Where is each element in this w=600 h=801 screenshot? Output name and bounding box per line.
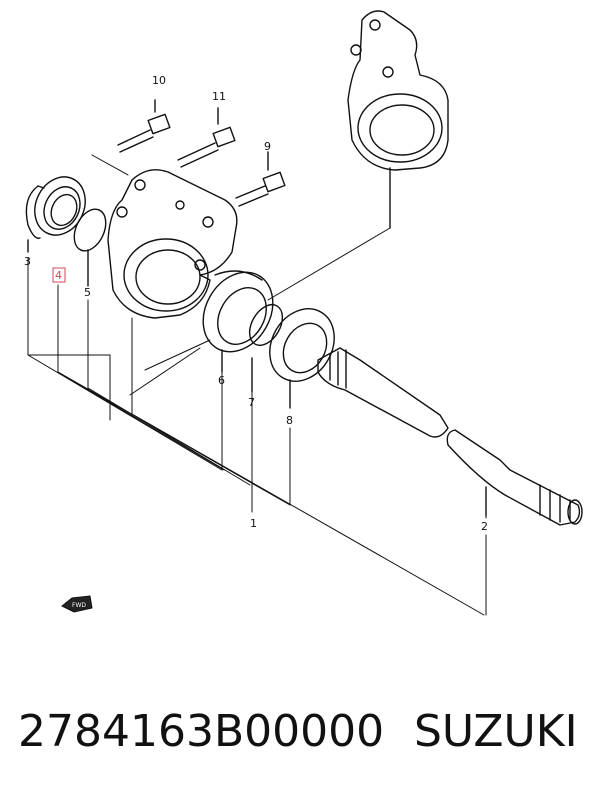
callout-11: 11 <box>212 90 226 103</box>
callout-8: 8 <box>286 414 293 427</box>
callout-10: 10 <box>152 74 166 87</box>
bearing-6 <box>202 270 274 373</box>
callout-6: 6 <box>218 374 225 387</box>
callout-7: 7 <box>248 396 255 409</box>
oil-seal-4 <box>34 176 86 236</box>
callout-9: 9 <box>264 140 271 153</box>
exploded-parts-diagram: FWD 10 11 9 3 4 5 6 7 8 1 2 <box>24 10 583 616</box>
callout-1: 1 <box>250 517 257 530</box>
bearing-8 <box>269 308 335 409</box>
bearing-housing <box>107 169 238 319</box>
leader-lines <box>27 154 487 616</box>
bolt-10 <box>117 99 171 153</box>
callout-4: 4 <box>55 269 62 282</box>
bolt-9 <box>235 151 286 207</box>
o-ring-5 <box>73 208 107 287</box>
callout-4-highlight-box <box>52 267 66 283</box>
spacer-ring-7 <box>248 304 284 393</box>
callout-3: 3 <box>24 255 31 268</box>
fwd-label: FWD <box>72 602 86 609</box>
brand-name: SUZUKI <box>414 706 578 757</box>
bolt-11 <box>177 107 236 168</box>
part-number: 2784163B00000 <box>18 706 385 757</box>
upper-clamp-bracket <box>347 10 449 229</box>
footer <box>0 665 600 801</box>
fwd-arrow-icon: FWD <box>61 595 93 613</box>
drive-shaft-2 <box>317 347 583 526</box>
callout-5: 5 <box>84 286 91 299</box>
callout-2: 2 <box>481 520 488 533</box>
